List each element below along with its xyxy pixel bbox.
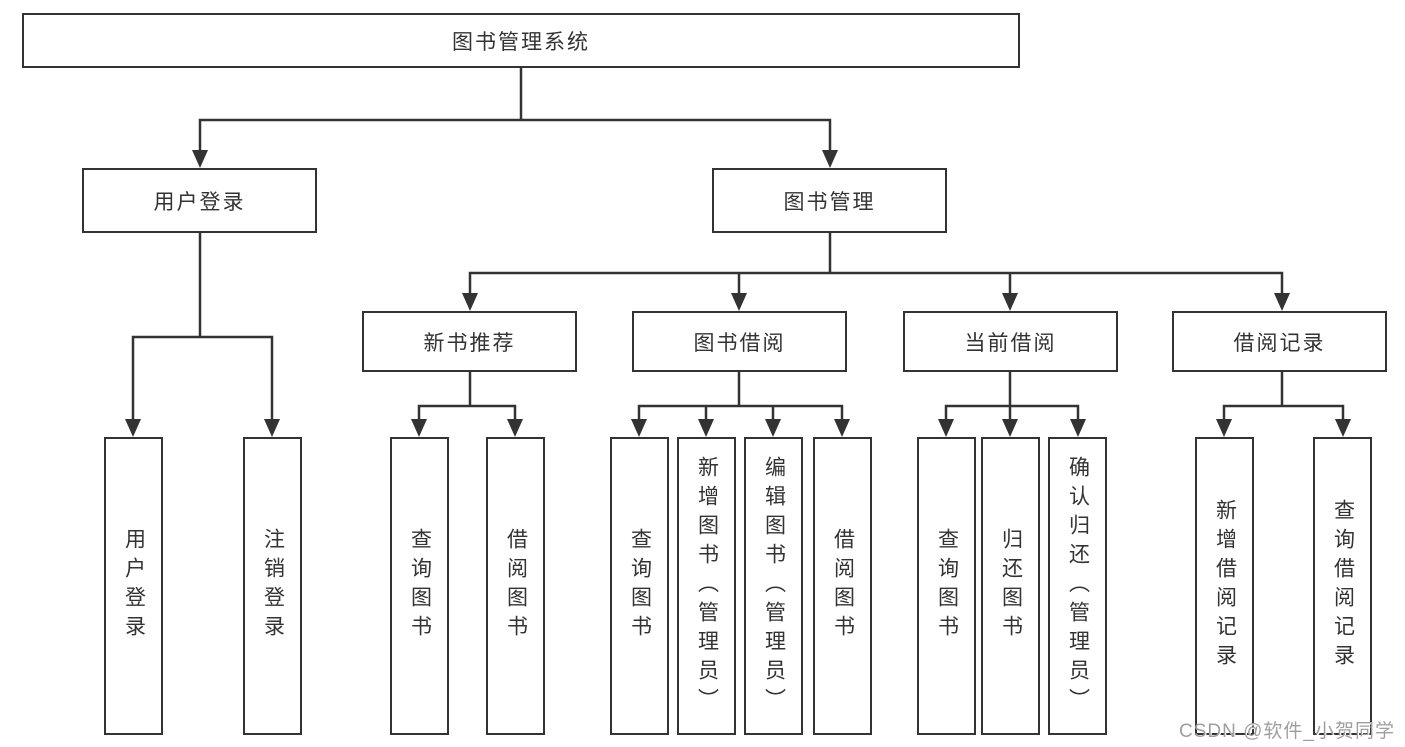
leaf-user-login: 用户登录 (104, 437, 163, 735)
leaf-borrow-add-books-admin: 新增图书（管理员） (677, 437, 736, 735)
leaf-borrow-borrow-books: 借阅图书 (813, 437, 872, 735)
node-book-borrow: 图书借阅 (632, 311, 847, 372)
node-book-management: 图书管理 (712, 168, 947, 233)
arrowhead-icons (125, 150, 1351, 437)
leaf-current-return-books: 归还图书 (981, 437, 1040, 735)
leaf-borrow-edit-books-admin: 编辑图书（管理员） (744, 437, 803, 735)
node-new-book-recommend: 新书推荐 (362, 311, 577, 372)
node-root: 图书管理系统 (22, 13, 1020, 68)
leaf-logout: 注销登录 (243, 437, 302, 735)
leaf-records-query-record: 查询借阅记录 (1313, 437, 1372, 735)
leaf-recommend-borrow-books: 借阅图书 (486, 437, 545, 735)
node-current-borrow: 当前借阅 (903, 311, 1118, 372)
leaf-recommend-query-books: 查询图书 (390, 437, 449, 735)
node-user-login: 用户登录 (82, 168, 317, 233)
leaf-records-add-record: 新增借阅记录 (1195, 437, 1254, 735)
csdn-watermark: CSDN @软件_小贺同学 (1179, 721, 1395, 742)
leaf-borrow-query-books: 查询图书 (610, 437, 669, 735)
tree-edges (131, 66, 1345, 422)
leaf-current-confirm-return-admin: 确认归还（管理员） (1048, 437, 1107, 735)
leaf-current-query-books: 查询图书 (917, 437, 976, 735)
node-borrow-records: 借阅记录 (1172, 311, 1387, 372)
